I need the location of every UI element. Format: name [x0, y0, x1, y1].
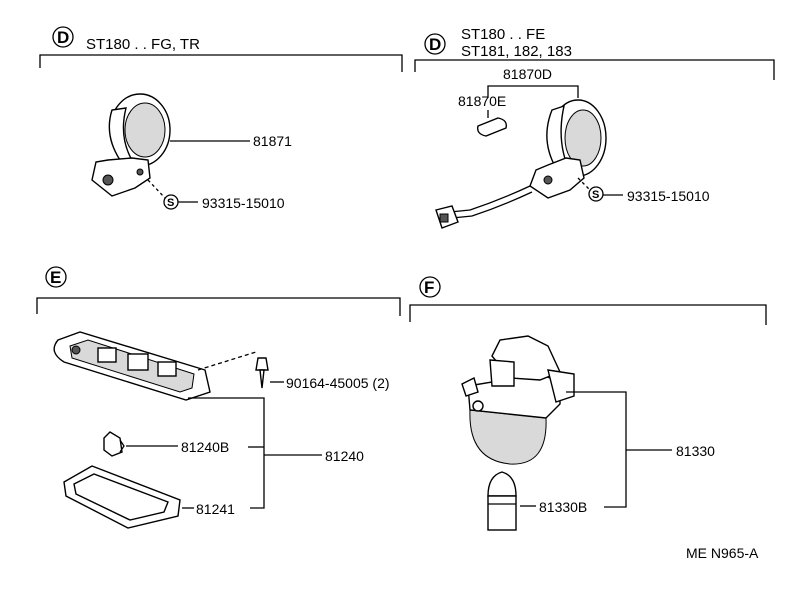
section-marker-circle: [419, 276, 441, 298]
part-label-81330b: 81330B: [539, 499, 587, 515]
section-bracket: [39, 54, 403, 72]
screw-drawing: [255, 357, 269, 389]
assembly-bracket: [566, 391, 627, 508]
section-header-line2: ST181, 182, 183: [461, 43, 572, 60]
section-marker-e: E: [50, 268, 61, 287]
diagram-code: ME N965-A: [686, 545, 759, 561]
part-label-81241: 81241: [196, 501, 235, 517]
section-d-right: D ST180 . . FE ST181, 182, 183 81870D 81…: [414, 26, 775, 229]
section-e: E 90164-45005 (2) 81240B: [36, 266, 401, 529]
lamp-globe-drawing: [461, 335, 575, 465]
section-marker-d: D: [57, 28, 69, 47]
lamp-harness-drawing: [435, 99, 607, 229]
section-marker-circle: [52, 26, 74, 48]
part-label-81240b: 81240B: [181, 439, 229, 455]
part-label-81240: 81240: [325, 448, 364, 464]
section-marker-circle: [424, 33, 446, 55]
s-marker: S: [592, 189, 599, 201]
section-marker-d: D: [429, 35, 441, 54]
section-bracket: [36, 297, 401, 316]
part-label-81870d: 81870D: [503, 66, 552, 82]
lamp-housing-drawing: [91, 93, 171, 197]
assembly-bracket: [487, 85, 579, 98]
section-marker-circle: [45, 266, 67, 288]
part-label-93315-15010: 93315-15010: [202, 195, 285, 211]
section-bracket: [409, 304, 767, 325]
section-header-line1: ST180 . . FE: [461, 26, 545, 43]
part-label-81870e: 81870E: [458, 93, 506, 109]
wedge-bulb-drawing: [487, 471, 517, 531]
leader-line: [197, 351, 257, 371]
s-marker: S: [167, 197, 174, 209]
section-bracket: [414, 59, 775, 80]
part-label-90164-45005: 90164-45005 (2): [286, 375, 390, 391]
leader-line: [577, 177, 591, 191]
part-label-93315-15010: 93315-15010: [627, 188, 710, 204]
part-label-81871: 81871: [253, 133, 292, 149]
assembly-bracket: [188, 397, 265, 509]
part-label-81330: 81330: [676, 443, 715, 459]
section-d-left: D ST180 . . FG, TR 81871 S 93315-15010: [39, 26, 403, 211]
wedge-bulb-drawing: [476, 117, 508, 137]
lamp-base-drawing: [53, 331, 211, 401]
s-marker-circle: [588, 186, 604, 202]
section-header: ST180 . . FG, TR: [86, 36, 200, 53]
festoon-bulb-drawing: [103, 431, 125, 457]
leader-line: [147, 179, 166, 199]
lens-drawing: [63, 465, 181, 529]
section-marker-f: F: [424, 278, 434, 297]
section-f: F 81330B 81330: [409, 276, 767, 531]
